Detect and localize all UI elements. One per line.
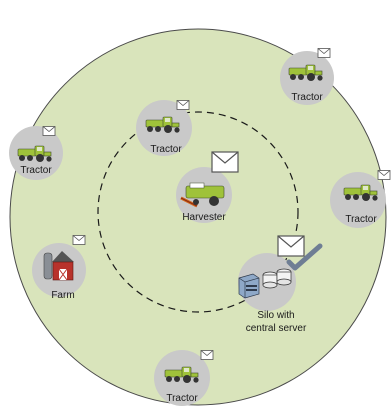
node-label-line2: central server (246, 323, 307, 334)
tractor-node-top-right[interactable]: Tractor (280, 48, 334, 106)
tractor-node-bottom[interactable]: Tractor (154, 350, 214, 406)
harvester-node[interactable]: Harvester (176, 151, 239, 223)
tractor-node-right[interactable]: Tractor (330, 170, 391, 229)
envelope-icon (377, 170, 391, 180)
harvester-icon (180, 182, 225, 208)
tractor-node-left[interactable]: Tractor (9, 126, 63, 180)
node-label: Tractor (166, 393, 198, 404)
node-label: Tractor (291, 92, 323, 103)
node-label: Tractor (150, 144, 182, 155)
communication-range-circle (97, 111, 299, 313)
envelope-icon-large (277, 235, 305, 257)
tractor-node-inner[interactable]: Tractor (136, 100, 192, 156)
node-label: Tractor (20, 165, 52, 176)
envelope-icon (176, 100, 190, 110)
silo-server-node[interactable]: Silo with central server (238, 235, 323, 334)
envelope-icon (72, 235, 86, 245)
envelope-icon (200, 350, 214, 360)
barn-icon (43, 251, 74, 281)
node-label-line1: Silo with (257, 310, 294, 321)
node-label: Harvester (182, 212, 226, 223)
silo-icon (262, 268, 292, 289)
envelope-icon (317, 48, 331, 58)
checkmark-icon (286, 243, 323, 271)
farm-node[interactable]: Farm (32, 235, 86, 302)
envelope-icon (42, 126, 56, 136)
node-label: Tractor (345, 214, 377, 225)
node-label: Farm (51, 290, 74, 301)
envelope-icon-large (211, 151, 239, 173)
server-icon (238, 273, 260, 299)
